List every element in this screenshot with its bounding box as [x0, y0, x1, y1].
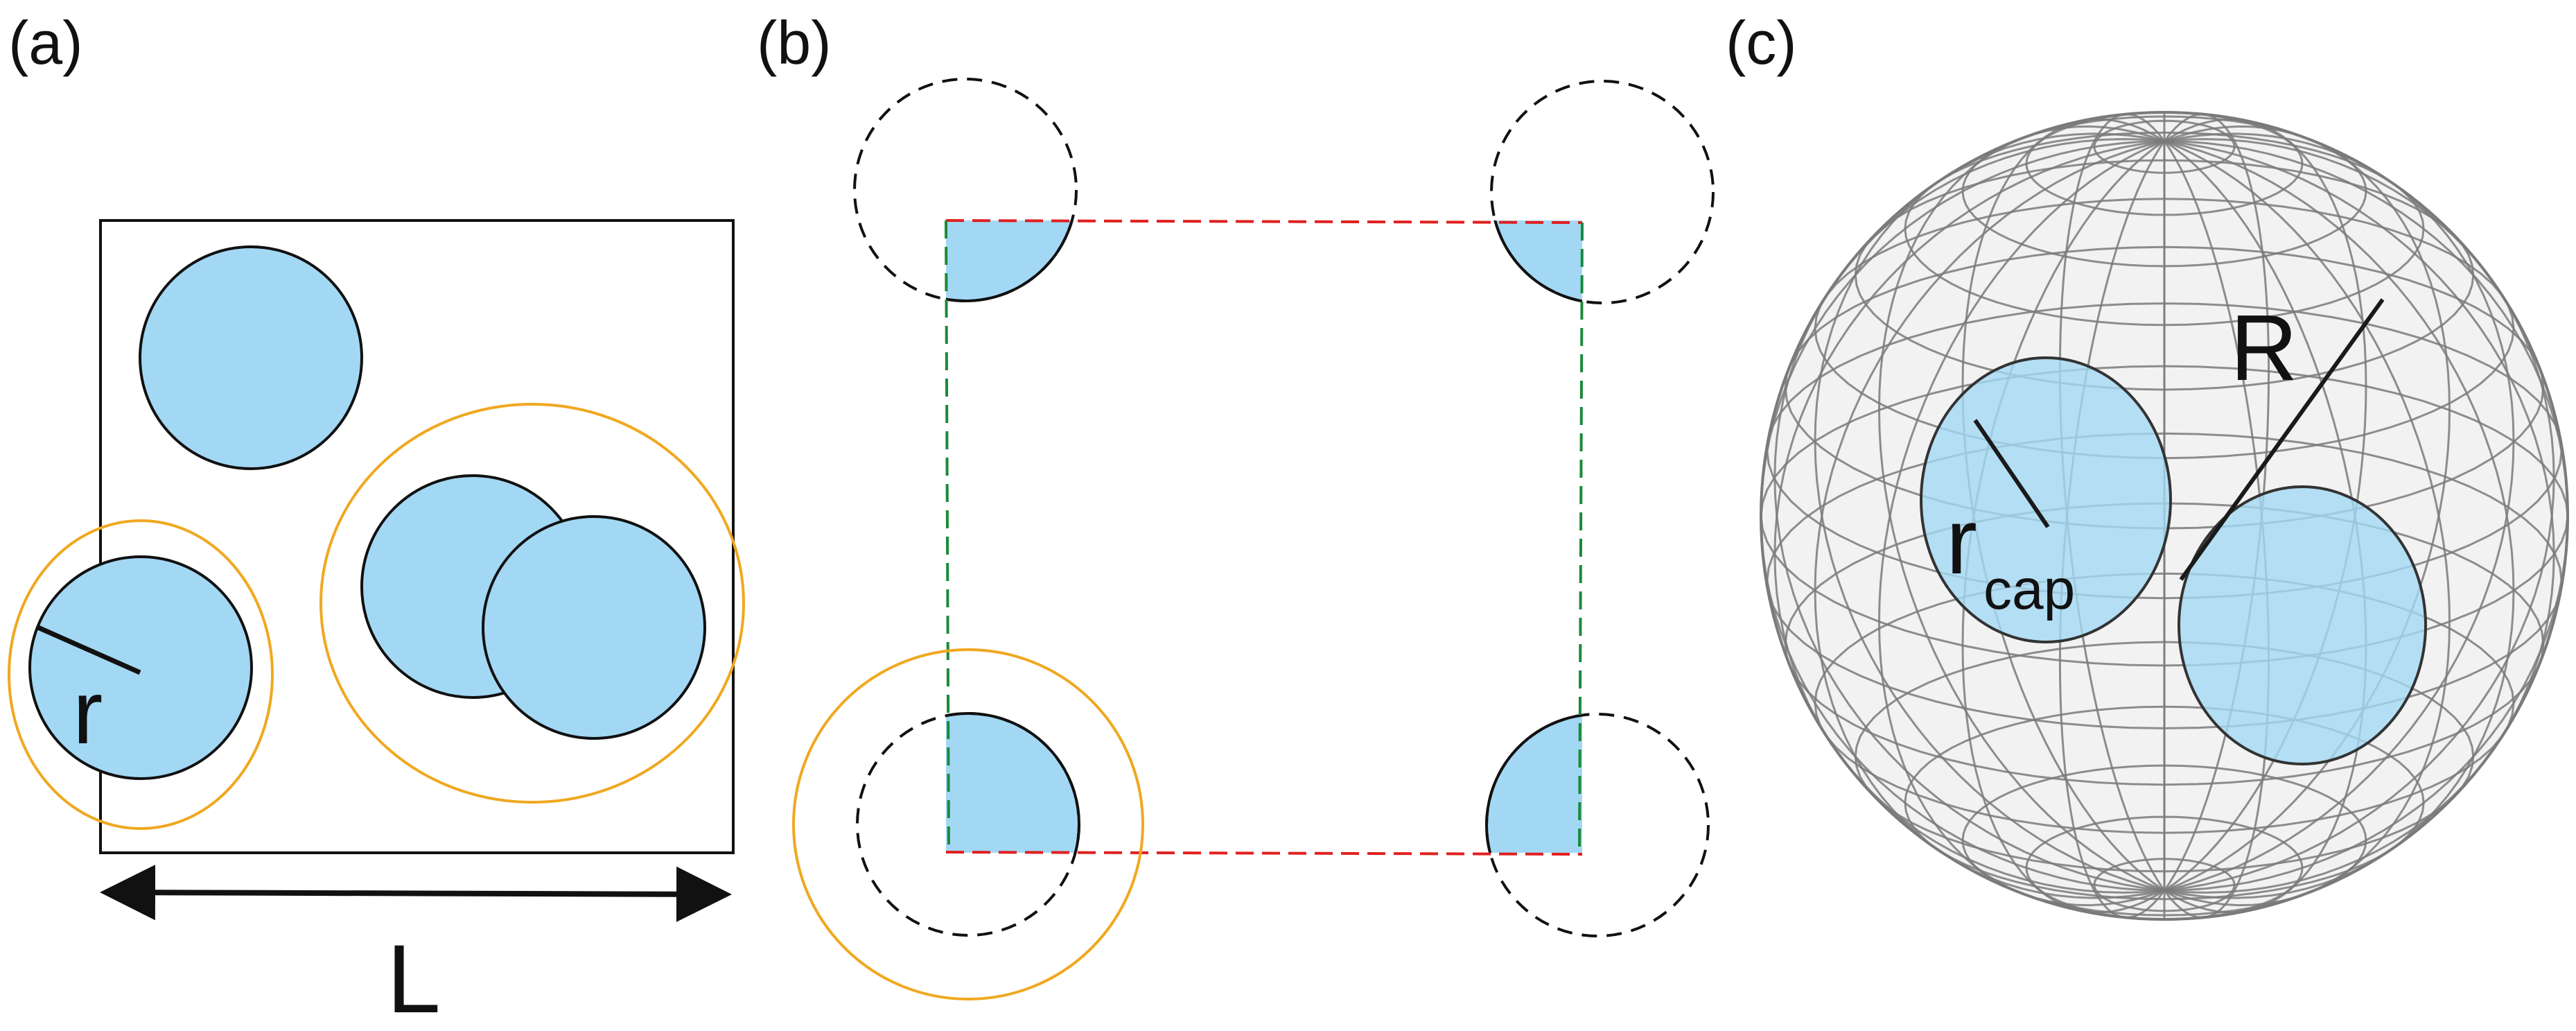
periodic-edge-top — [945, 219, 1583, 224]
length-arrow — [100, 865, 732, 922]
cap-radius-symbol: r — [1946, 489, 1977, 594]
radius-symbol: r — [73, 661, 103, 763]
cluster-ring-pair — [319, 403, 745, 804]
panel-c-label: (c) — [1726, 8, 1797, 77]
disk-portion-top-left — [946, 220, 1074, 302]
panel-a-label: (a) — [8, 8, 83, 77]
panel-b-label: (b) — [757, 8, 832, 77]
panel-b: (b) — [757, 8, 1715, 1000]
disk-portion-top-right — [1493, 220, 1582, 303]
sphere-outline — [1760, 111, 2569, 921]
sphere-longitude-line-17 — [2058, 140, 2166, 919]
disk-isolated — [139, 245, 363, 470]
sphere-longitude-line-1 — [2164, 138, 2555, 892]
sphere-longitude-line-22 — [2164, 140, 2515, 899]
periodic-image-bottom-right — [1485, 713, 1710, 937]
sphere-longitude-line-4 — [2164, 118, 2367, 892]
sphere-longitude-line-11 — [1773, 138, 2165, 892]
sphere-longitude-line-16 — [1961, 140, 2165, 914]
sphere-longitude-line-13 — [1773, 140, 2165, 894]
cluster-ring-corner — [792, 648, 1144, 1000]
radius-line — [37, 625, 141, 675]
disk-pair-right — [482, 515, 706, 740]
cap-radius-line — [1973, 419, 2050, 528]
sphere-longitude-line-10 — [1814, 132, 2165, 892]
spherical-cap-right — [2178, 485, 2427, 765]
panel-c: (c) R r cap — [1726, 8, 2569, 921]
sphere-longitude-line-5 — [2163, 113, 2270, 892]
length-symbol: L — [387, 924, 441, 1031]
cluster-ring-edge — [8, 519, 274, 830]
simulation-box — [99, 219, 735, 854]
disk-portion-bottom-right — [1485, 713, 1582, 853]
periodic-edge-bottom — [945, 851, 1583, 856]
sphere-radius-symbol: R — [2230, 295, 2298, 400]
periodic-image-top-left — [853, 78, 1078, 302]
sphere-longitude-line-23 — [2164, 140, 2555, 894]
disk-edge — [28, 555, 253, 780]
periodic-image-bottom-left — [856, 712, 1080, 937]
sphere-longitude-line-8 — [1961, 118, 2165, 892]
cap-radius-subscript: cap — [1983, 558, 2075, 621]
periodic-image-top-right — [1490, 80, 1715, 304]
sphere-radius-line — [2179, 298, 2385, 581]
disk-portions-in-box — [946, 220, 1582, 853]
panel-a: (a) r L — [8, 8, 745, 1031]
